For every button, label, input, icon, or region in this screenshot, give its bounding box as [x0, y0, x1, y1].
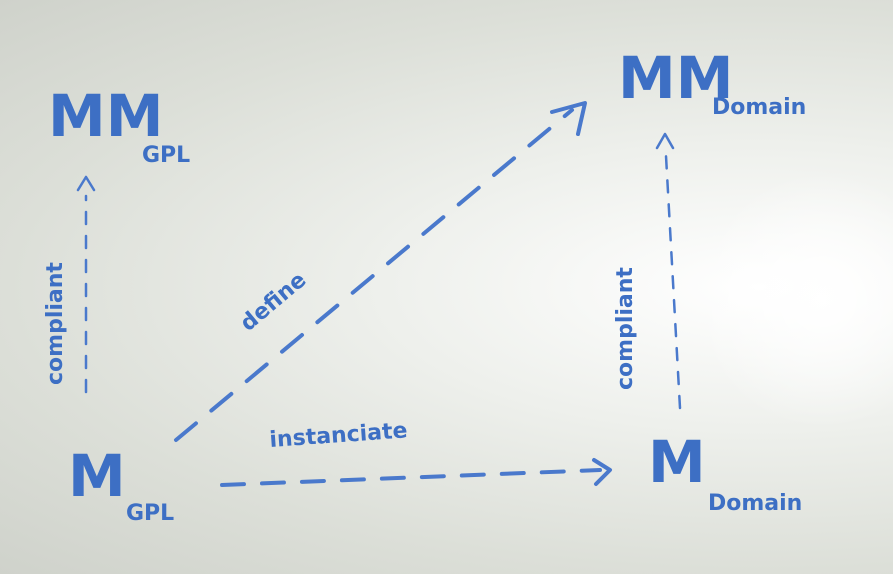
- edge-left-compliant-label: compliant: [43, 262, 68, 385]
- node-mm-domain-main: MM: [618, 44, 733, 112]
- edge-left-compliant-arrowhead: [76, 175, 96, 192]
- edge-right-compliant: compliant: [613, 132, 682, 410]
- edge-right-compliant-label: compliant: [613, 267, 638, 390]
- node-mm-domain-sub: Domain: [712, 95, 806, 120]
- node-m-gpl: M GPL: [68, 442, 174, 526]
- edge-instanciate: instanciate: [220, 418, 612, 487]
- edge-instanciate-label: instanciate: [269, 418, 409, 453]
- edge-define-line: [174, 108, 574, 442]
- node-mm-gpl-main: MM: [48, 82, 163, 150]
- node-m-domain-main: M: [648, 428, 706, 496]
- edge-define-arrowhead: [550, 101, 587, 136]
- node-m-gpl-sub: GPL: [126, 501, 174, 526]
- edge-instanciate-arrowhead: [592, 458, 612, 486]
- node-m-gpl-main: M: [68, 442, 126, 510]
- node-m-domain: M Domain: [648, 428, 802, 516]
- node-mm-gpl: MM GPL: [48, 82, 190, 168]
- edge-define: define: [174, 101, 587, 442]
- light-glare: [693, 170, 893, 430]
- edge-left-compliant: compliant: [43, 175, 96, 394]
- node-mm-gpl-sub: GPL: [142, 143, 190, 168]
- node-m-domain-sub: Domain: [708, 491, 802, 516]
- node-mm-domain: MM Domain: [618, 44, 806, 120]
- edge-instanciate-line: [220, 468, 602, 487]
- edge-right-compliant-arrowhead: [655, 132, 675, 150]
- edge-right-compliant-line: [664, 154, 682, 410]
- edge-define-label: define: [236, 268, 311, 337]
